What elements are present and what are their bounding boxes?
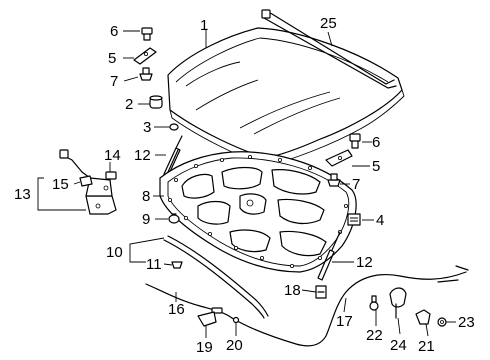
callout-9: 9 xyxy=(142,211,150,228)
callout-2: 2 xyxy=(125,96,133,113)
release-cable xyxy=(145,265,469,347)
handle-19 xyxy=(197,311,217,327)
bolt-6-right xyxy=(349,133,361,149)
clip-7-upper xyxy=(139,67,153,81)
callout-1: 1 xyxy=(200,17,208,34)
callout-17: 17 xyxy=(336,313,353,330)
callout-5-upper: 5 xyxy=(108,50,116,67)
bracket-5-upper xyxy=(133,47,157,65)
latch-clip-15 xyxy=(79,175,93,187)
grommet-3 xyxy=(169,123,179,131)
hood-lift-strut-right xyxy=(317,231,341,281)
bracket-5-right xyxy=(325,149,353,167)
callout-14: 14 xyxy=(104,147,121,164)
callout-5-right: 5 xyxy=(372,158,380,175)
callout-20: 20 xyxy=(226,337,243,354)
callout-7-right: 7 xyxy=(352,176,360,193)
hood-latch-assembly xyxy=(59,149,117,215)
cable-clip-18 xyxy=(315,285,327,299)
hood-insulator xyxy=(159,151,357,273)
callout-16: 16 xyxy=(168,301,185,318)
seal-clip-11 xyxy=(171,261,183,269)
hood-prop-rod xyxy=(261,9,397,89)
bumper-2 xyxy=(149,95,163,109)
bolt-6-upper xyxy=(141,27,153,41)
nut-23 xyxy=(437,317,447,327)
callout-10: 10 xyxy=(106,244,123,261)
latch-bolt-14 xyxy=(105,171,117,180)
callout-12-right: 12 xyxy=(356,254,373,271)
callout-15: 15 xyxy=(52,176,69,193)
pad-4 xyxy=(347,213,361,226)
callout-11: 11 xyxy=(146,256,162,273)
callout-24: 24 xyxy=(390,337,407,354)
bolt-22 xyxy=(369,295,379,311)
callout-6-upper: 6 xyxy=(110,23,118,40)
callout-23: 23 xyxy=(458,314,475,331)
release-handle-24 xyxy=(389,287,407,319)
callout-6-right: 6 xyxy=(372,134,380,151)
grommet-20 xyxy=(232,316,240,324)
insulator-clip-9 xyxy=(168,213,180,224)
hood-panel xyxy=(167,27,405,167)
callout-3: 3 xyxy=(143,119,151,136)
callout-12-left: 12 xyxy=(134,147,151,164)
callout-19: 19 xyxy=(196,339,213,356)
callout-18: 18 xyxy=(284,282,301,299)
lever-21 xyxy=(415,309,431,325)
callout-8: 8 xyxy=(142,188,150,205)
callout-7-upper: 7 xyxy=(110,73,118,90)
callout-21: 21 xyxy=(418,338,435,355)
callout-13: 13 xyxy=(14,186,31,203)
callout-25: 25 xyxy=(320,15,337,32)
leader-lines xyxy=(37,30,456,338)
hood-seal-10 xyxy=(163,235,269,319)
clip-7-right xyxy=(327,173,341,187)
callout-4: 4 xyxy=(376,212,384,229)
callout-22: 22 xyxy=(366,327,383,344)
callout-labels: 1 25 6 5 7 2 3 12 8 9 6 5 7 4 12 14 15 1… xyxy=(14,15,475,356)
